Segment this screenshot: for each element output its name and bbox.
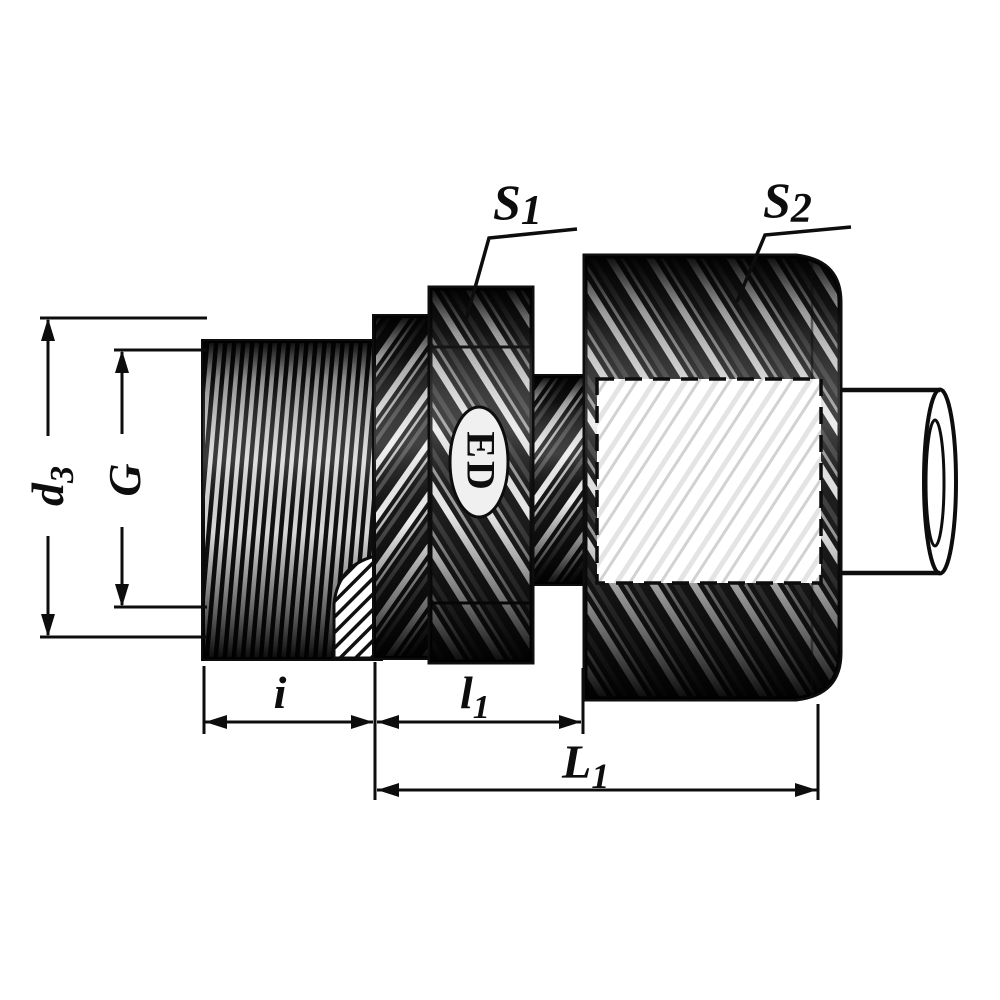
neck	[526, 374, 588, 586]
L1-label-sub: 1	[591, 756, 609, 796]
neck-shading	[528, 376, 586, 584]
L1-arrow-right	[795, 783, 817, 797]
body-s2	[582, 253, 843, 702]
collar-flange	[372, 314, 434, 660]
G-label-main: G	[99, 463, 150, 496]
hidden-thread-dashed-outline	[595, 377, 823, 585]
i-arrow-right	[351, 715, 373, 729]
G-label: G	[99, 463, 150, 496]
flange-shading	[374, 316, 432, 658]
l1-label-sub: 1	[473, 689, 490, 726]
L1-label-main: L	[561, 736, 591, 789]
s2-label-sub: 2	[790, 186, 812, 232]
dimension-i: i	[202, 666, 373, 734]
d3-arrow-down	[41, 614, 55, 637]
s1-label: S1	[493, 174, 542, 234]
i-label-main: i	[274, 667, 287, 718]
dimension-L1: L1	[377, 704, 820, 800]
s1-label-sub: 1	[521, 188, 542, 234]
d3-label-sub: 3	[44, 466, 81, 484]
tube-bore-ellipse	[924, 418, 946, 548]
ed-label: ED	[459, 431, 504, 493]
i-arrow-left	[205, 715, 227, 729]
l1-arrow-left	[377, 715, 399, 729]
s1-label-main: S	[493, 174, 521, 230]
tube	[838, 387, 958, 576]
s2-label-main: S	[763, 172, 791, 228]
L1-arrow-left	[377, 783, 399, 797]
d3-arrow-up	[41, 318, 55, 341]
dimension-G: G	[99, 348, 207, 609]
l1-arrow-right	[559, 715, 581, 729]
L1-label: L1	[561, 736, 609, 796]
d3-label: d3	[22, 466, 81, 506]
leader-s1: S1	[464, 174, 578, 321]
G-arrow-down	[115, 584, 129, 607]
s2-leader-line	[735, 225, 852, 303]
l1-label: l1	[460, 667, 490, 726]
dimension-l1: l1	[373, 662, 585, 800]
s1-leader-line	[464, 227, 578, 321]
tube-outline	[838, 387, 940, 576]
G-arrow-up	[115, 350, 129, 373]
i-label: i	[274, 667, 287, 718]
leader-s2: S2	[735, 172, 852, 303]
ed-seal-mark: ED	[448, 405, 510, 519]
ed-oval	[448, 405, 510, 519]
l1-label-main: l	[460, 667, 473, 718]
dimension-d3: d3	[22, 316, 207, 639]
s2-label: S2	[763, 172, 812, 232]
hex-s1: ED	[427, 285, 535, 665]
d3-label-main: d	[22, 482, 73, 506]
